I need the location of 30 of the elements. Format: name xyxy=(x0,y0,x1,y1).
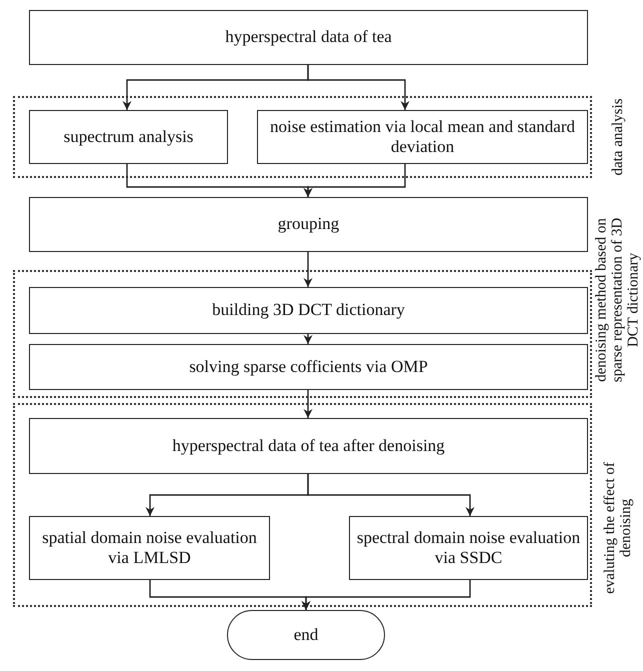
process-box xyxy=(349,516,588,580)
process-box xyxy=(29,287,588,334)
box-label: noise estimation via local mean and standard deviation xyxy=(269,116,576,158)
box-label: grouping xyxy=(276,214,340,235)
process-box xyxy=(29,418,588,474)
box-label: hyperspectral data of tea xyxy=(224,27,393,48)
box-label: end xyxy=(292,624,320,646)
arrow xyxy=(307,474,474,516)
arrow xyxy=(304,334,312,344)
arrow xyxy=(304,252,312,287)
process-box xyxy=(29,344,588,390)
process-box xyxy=(29,197,588,252)
terminal-box xyxy=(227,610,385,660)
arrow xyxy=(304,390,312,418)
box-label: solving sparse cofficients via OMP xyxy=(188,356,429,378)
group-heading: data analysis xyxy=(609,97,628,178)
box-label: building 3D DCT dictionary xyxy=(211,300,406,321)
box-label: spatial domain noise evaluation via LMLSD xyxy=(41,528,258,568)
box-label: hyperspectral data of tea after denoising xyxy=(171,436,446,456)
box-label: spectral domain noise evaluation via SSDC xyxy=(356,528,582,568)
arrow xyxy=(302,580,471,610)
arrow xyxy=(304,164,406,197)
process-box xyxy=(29,10,588,65)
process-box xyxy=(29,516,270,580)
box-label: supectrum analysis xyxy=(62,126,194,148)
process-box xyxy=(29,110,228,164)
process-box xyxy=(257,110,588,164)
arrow xyxy=(307,65,410,110)
group-heading: denoising method based on sparse representation of 3D DCT dictionary xyxy=(592,216,642,384)
group-heading: evaluting the effect of denoising xyxy=(601,461,635,596)
